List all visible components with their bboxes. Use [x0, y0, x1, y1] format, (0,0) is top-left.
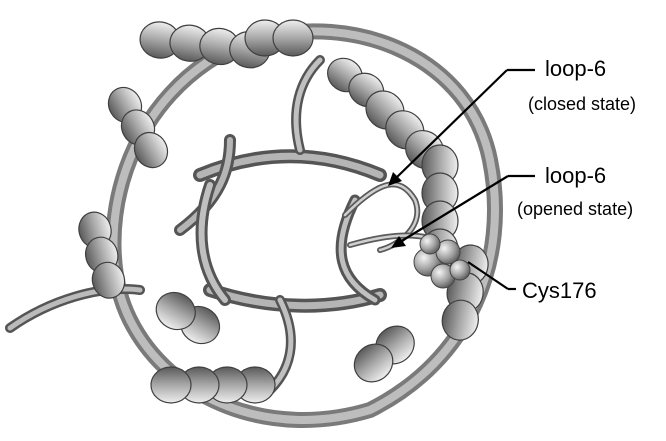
- label-loop6-closed-state: (closed state): [528, 94, 636, 115]
- label-loop6-opened-state: (opened state): [517, 199, 633, 220]
- label-loop6-opened-name: loop-6: [545, 163, 606, 189]
- cys176-atoms: [414, 234, 470, 288]
- label-loop6-closed-name: loop-6: [545, 56, 606, 82]
- label-cys176: Cys176: [522, 278, 597, 304]
